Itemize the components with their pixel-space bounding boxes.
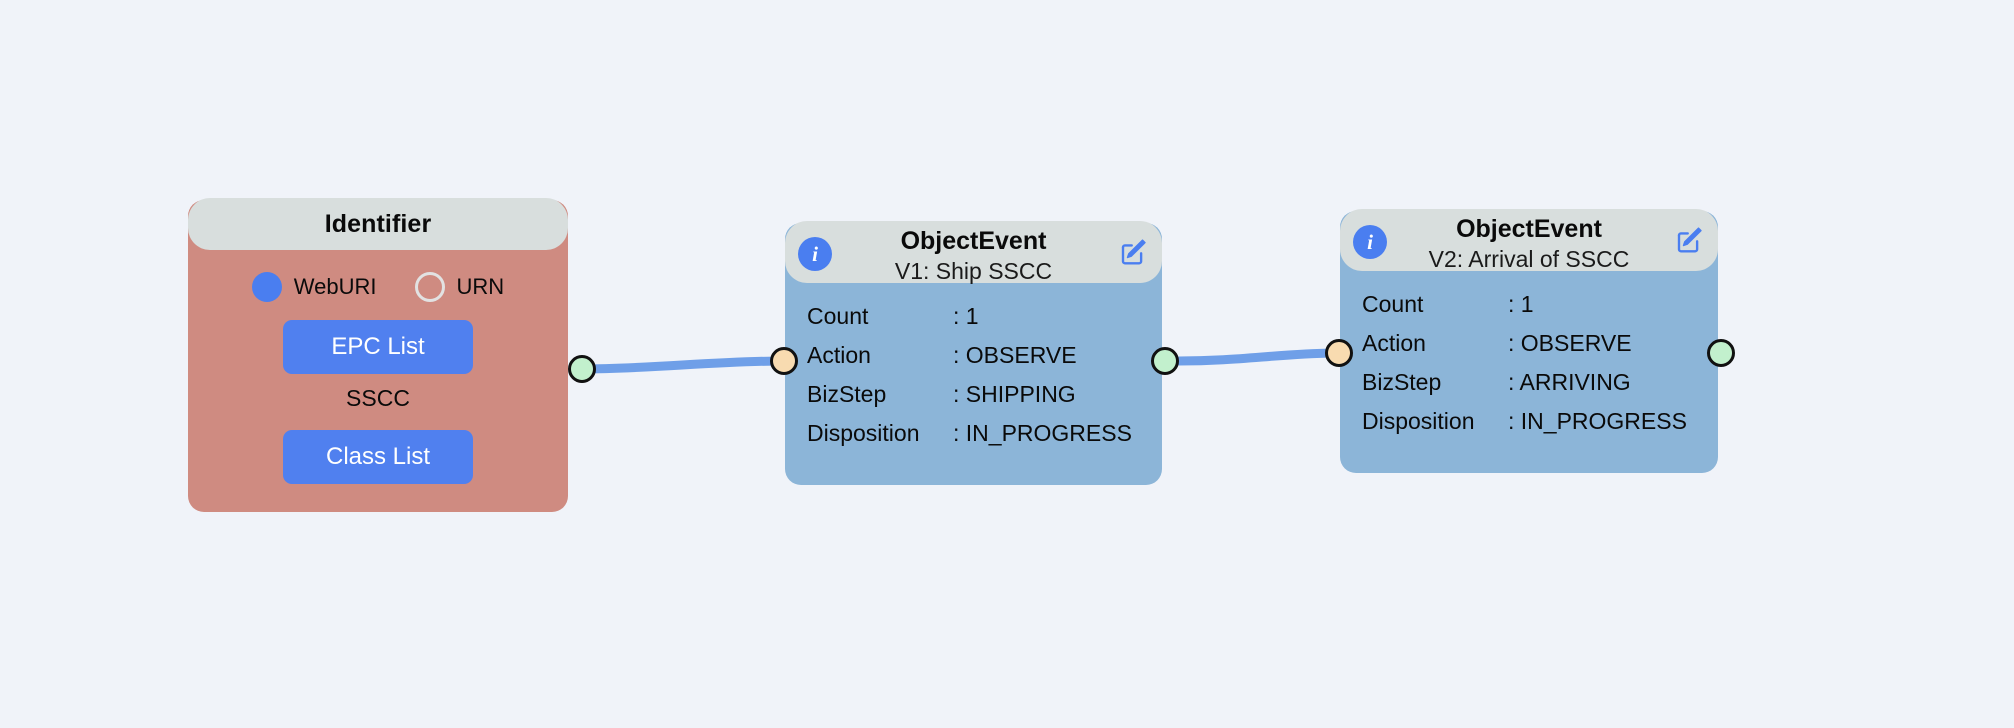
handle-v1-source[interactable]	[1151, 347, 1179, 375]
identifier-node[interactable]: Identifier WebURI URN EPC List SSCC Clas…	[188, 198, 568, 512]
class-list-button[interactable]: Class List	[283, 430, 473, 484]
field-row: Count : 1	[1362, 285, 1708, 324]
event-title-block-v2: ObjectEvent V2: Arrival of SSCC	[1340, 215, 1718, 274]
event-title-block-v1: ObjectEvent V1: Ship SSCC	[785, 227, 1162, 286]
event-subtitle-label: V2: Arrival of SSCC	[1428, 246, 1630, 272]
handle-v2-target[interactable]	[1325, 339, 1353, 367]
field-value: : ARRIVING	[1508, 369, 1631, 395]
field-value: : IN_PROGRESS	[953, 420, 1132, 446]
field-key: Disposition	[807, 420, 920, 446]
field-key: Count	[1362, 291, 1424, 317]
object-event-node-v2[interactable]: i ObjectEvent V2: Arrival of SSCC Count …	[1340, 209, 1718, 473]
field-row: Count : 1	[807, 297, 1152, 336]
field-value: : 1	[953, 303, 979, 329]
event-type-label: ObjectEvent	[1456, 215, 1602, 243]
field-key: BizStep	[807, 381, 887, 407]
field-row: Disposition : IN_PROGRESS	[1362, 402, 1708, 441]
handle-v2-source[interactable]	[1707, 339, 1735, 367]
field-value: : OBSERVE	[1508, 330, 1632, 356]
field-value: : 1	[1508, 291, 1534, 317]
field-row: Action : OBSERVE	[807, 336, 1152, 375]
radio-weburi-icon[interactable]	[251, 272, 282, 302]
radio-urn-label: URN	[456, 274, 505, 299]
handle-identifier-source[interactable]	[568, 355, 596, 383]
event-fields-v1: Count : 1 Action : OBSERVE BizStep : SHI…	[807, 297, 1152, 453]
object-event-node-v1[interactable]: i ObjectEvent V1: Ship SSCC Count : 1 Ac…	[785, 221, 1162, 485]
event-type-label: ObjectEvent	[900, 227, 1047, 255]
field-key: Disposition	[1362, 408, 1475, 434]
edge-v1-to-v2	[1174, 348, 1339, 366]
field-row: BizStep : ARRIVING	[1362, 363, 1708, 402]
event-header-v1	[785, 221, 1162, 283]
field-key: Count	[807, 303, 869, 329]
identifier-body: WebURI URN EPC List SSCC Class List	[188, 252, 568, 512]
field-row: Action : OBSERVE	[1362, 324, 1708, 363]
edit-pencil-icon[interactable]	[1674, 225, 1704, 255]
info-icon[interactable]: i	[1353, 225, 1387, 259]
event-header-v2	[1340, 209, 1718, 271]
field-row: BizStep : SHIPPING	[807, 375, 1152, 414]
handle-v1-target[interactable]	[770, 347, 798, 375]
radio-urn-icon[interactable]	[414, 272, 445, 302]
event-subtitle-label: V1: Ship SSCC	[894, 258, 1053, 284]
field-key: Action	[807, 342, 871, 368]
field-key: BizStep	[1362, 369, 1442, 395]
field-key: Action	[1362, 330, 1426, 356]
identifier-title: Identifier	[324, 209, 432, 238]
field-value: : IN_PROGRESS	[1508, 408, 1687, 434]
identifier-header: Identifier	[188, 198, 568, 250]
info-icon[interactable]: i	[798, 237, 832, 271]
edge-identifier-to-v1	[577, 356, 789, 374]
identifier-scheme-radio-group[interactable]: WebURI URN	[251, 272, 505, 302]
radio-weburi-label: WebURI	[293, 274, 377, 299]
epc-list-button[interactable]: EPC List	[283, 320, 473, 374]
edit-pencil-icon[interactable]	[1118, 237, 1148, 267]
field-value: : OBSERVE	[953, 342, 1077, 368]
identifier-sscc-label: SSCC	[346, 385, 410, 411]
field-row: Disposition : IN_PROGRESS	[807, 414, 1152, 453]
event-fields-v2: Count : 1 Action : OBSERVE BizStep : ARR…	[1362, 285, 1708, 441]
field-value: : SHIPPING	[953, 381, 1076, 407]
